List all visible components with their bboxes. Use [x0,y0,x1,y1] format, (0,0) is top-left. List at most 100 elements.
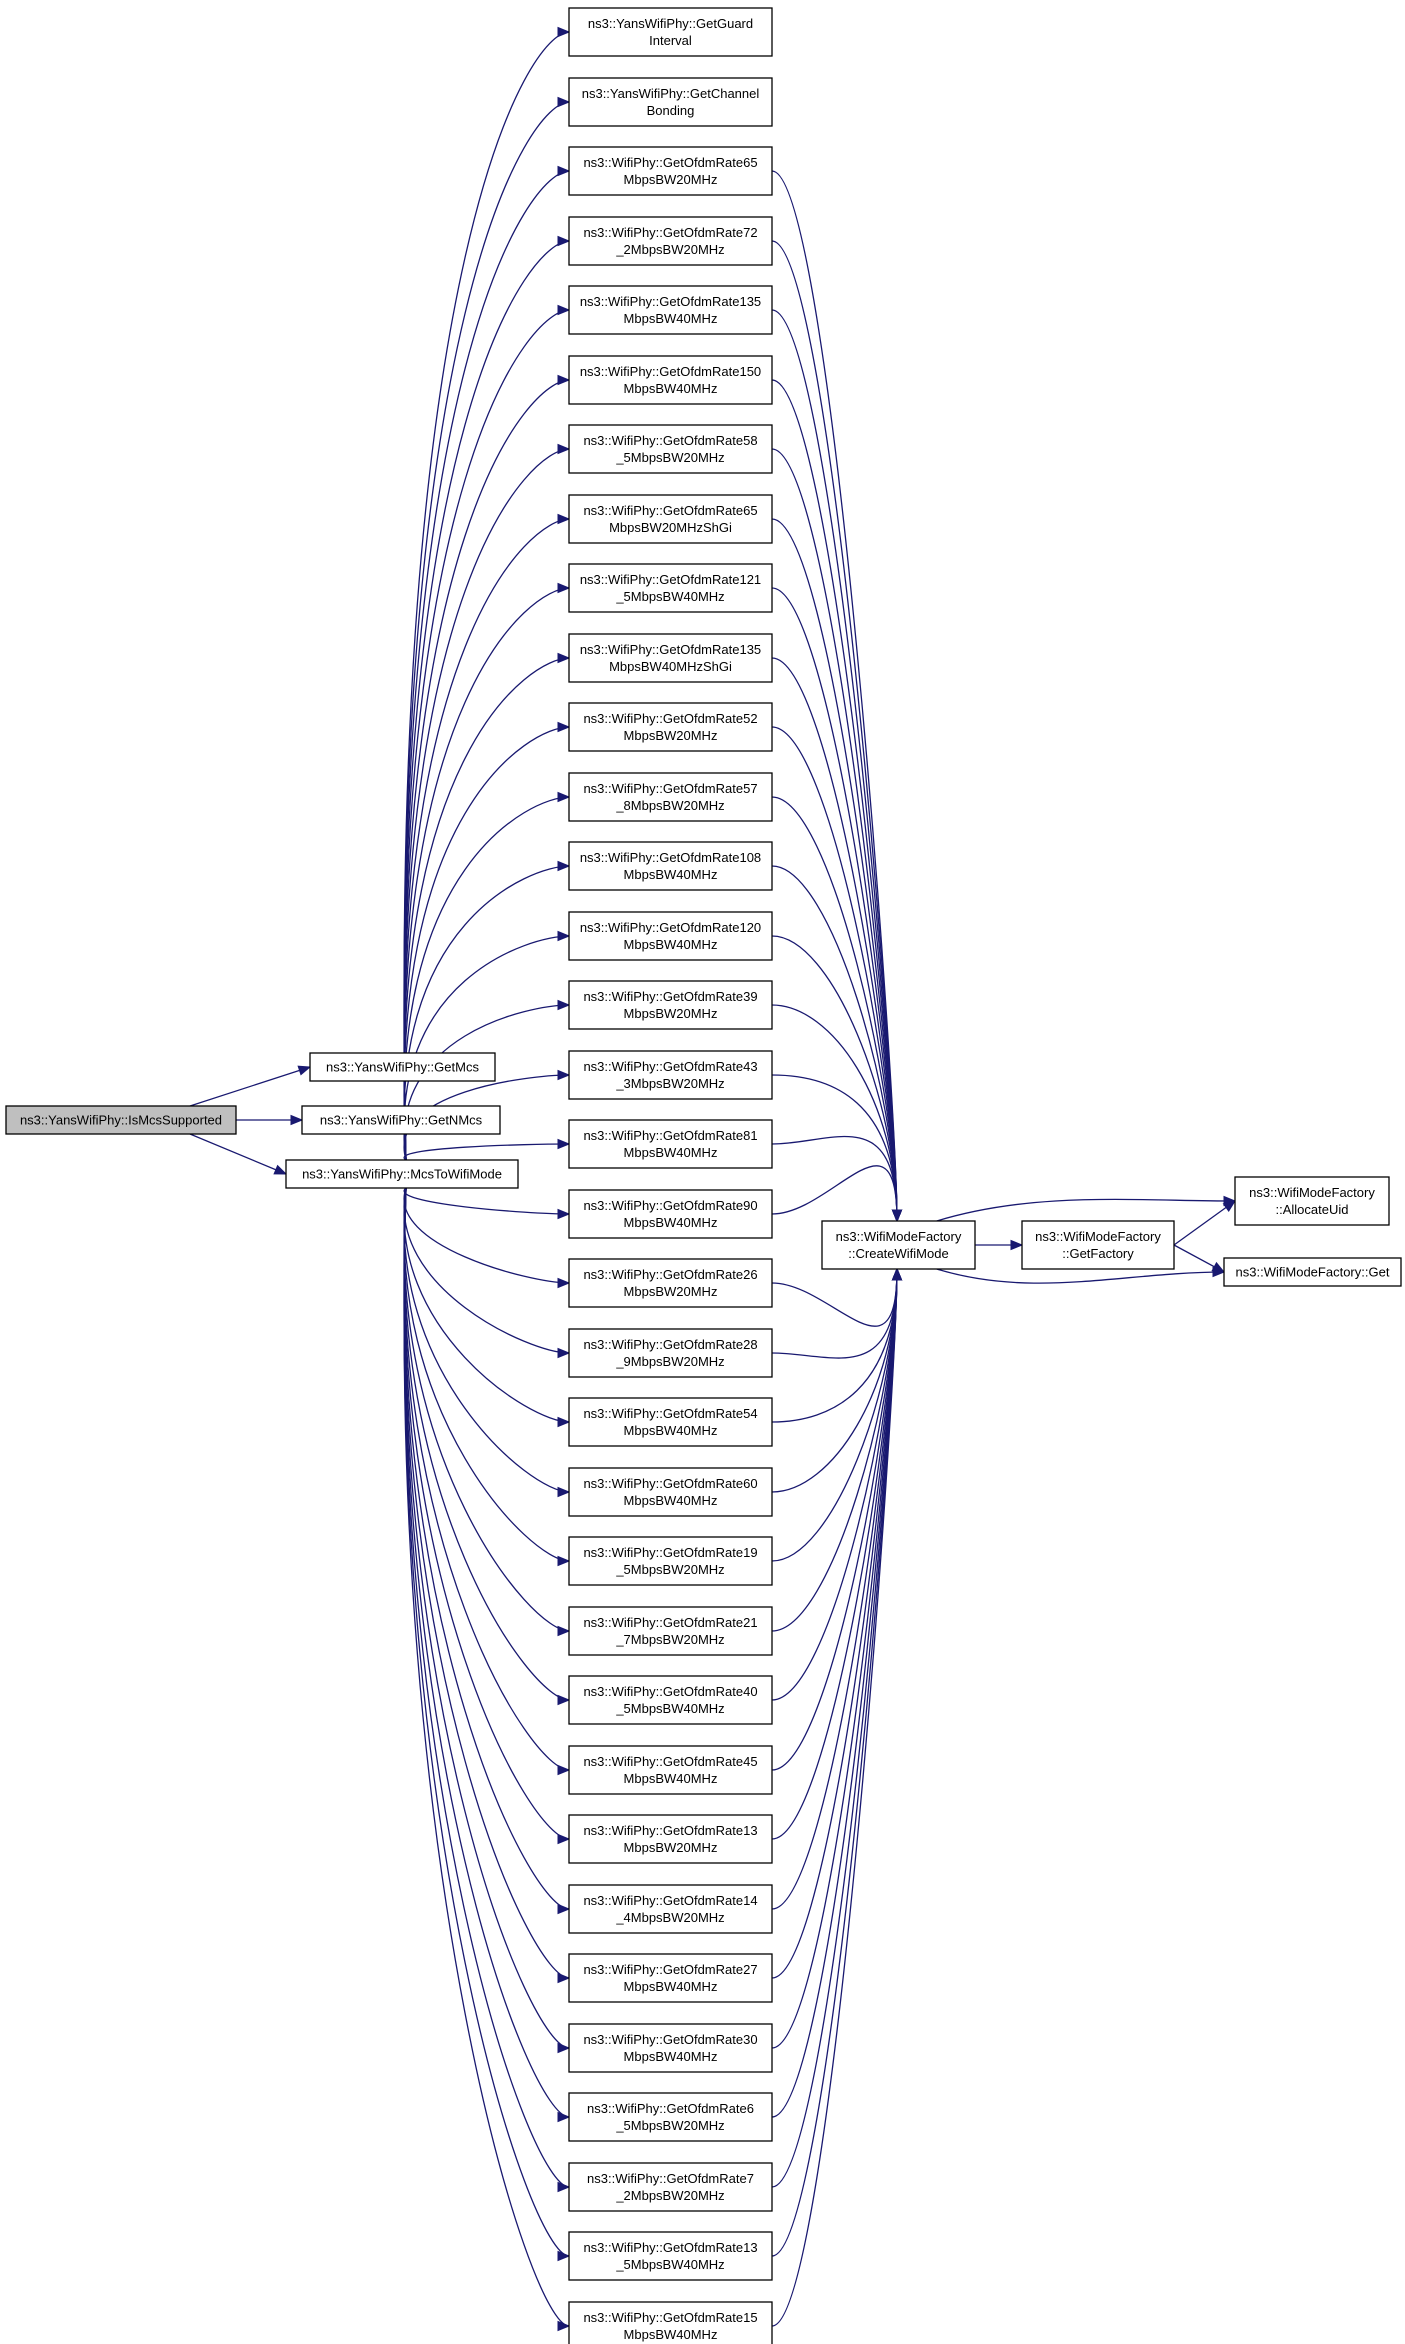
node-box[interactable] [568,355,773,405]
node-box[interactable] [568,285,773,335]
node-box[interactable] [1223,1257,1402,1287]
node-r58_5_20[interactable]: ns3::WifiPhy::GetOfdmRate58_5MbpsBW20MHz [568,424,773,474]
node-box[interactable] [568,1328,773,1378]
node-box[interactable] [568,772,773,822]
node-r6_5_20[interactable]: ns3::WifiPhy::GetOfdmRate6_5MbpsBW20MHz [568,2092,773,2142]
node-box[interactable] [568,1536,773,1586]
node-wmfGet[interactable]: ns3::WifiModeFactory::Get [1223,1257,1402,1287]
node-box[interactable] [568,494,773,544]
node-box[interactable] [309,1052,496,1082]
node-r14_4_20[interactable]: ns3::WifiPhy::GetOfdmRate14_4MbpsBW20MHz [568,1884,773,1934]
node-allocateUid[interactable]: ns3::WifiModeFactory::AllocateUid [1234,1176,1390,1226]
node-box[interactable] [568,633,773,683]
node-r40_5_40[interactable]: ns3::WifiPhy::GetOfdmRate40_5MbpsBW40MHz [568,1675,773,1725]
edge-mcsToWifiMode-to-r58_5_20 [403,443,571,1161]
node-box[interactable] [568,1467,773,1517]
node-getFactory[interactable]: ns3::WifiModeFactory::GetFactory [1021,1220,1175,1270]
node-box[interactable] [568,2162,773,2212]
node-box[interactable] [568,2092,773,2142]
node-box[interactable] [568,1397,773,1447]
node-box[interactable] [568,1745,773,1795]
node-box[interactable] [568,2023,773,2073]
node-box[interactable] [568,1119,773,1169]
node-box[interactable] [285,1159,519,1189]
node-box[interactable] [568,980,773,1030]
node-box[interactable] [568,1189,773,1239]
edge-isMcsSupported-to-getMcs [189,1065,312,1107]
node-r135_40sgi[interactable]: ns3::WifiPhy::GetOfdmRate135MbpsBW40MHzS… [568,633,773,683]
edge-mcsToWifiMode-to-r43_3_20 [403,1069,571,1161]
node-r72_2_20[interactable]: ns3::WifiPhy::GetOfdmRate72_2MbpsBW20MHz [568,216,773,266]
node-label-line: _5MbpsBW40MHz [615,2257,724,2272]
node-box[interactable] [1234,1176,1390,1226]
node-box[interactable] [568,424,773,474]
node-box[interactable] [568,1606,773,1656]
node-r28_9_20[interactable]: ns3::WifiPhy::GetOfdmRate28_9MbpsBW20MHz [568,1328,773,1378]
node-box[interactable] [568,911,773,961]
node-box[interactable] [568,1814,773,1864]
edge-arrowhead [557,235,571,247]
edge-arrowhead [557,374,571,386]
edge-line [771,1165,898,1222]
node-box[interactable] [568,1884,773,1934]
edge-line [771,518,898,1222]
node-label-line: MbpsBW40MHz [624,1215,718,1230]
node-box[interactable] [568,216,773,266]
node-r13_5_40[interactable]: ns3::WifiPhy::GetOfdmRate13_5MbpsBW40MHz [568,2231,773,2281]
node-box[interactable] [568,77,773,127]
edge-arrowhead [297,1065,312,1076]
node-box[interactable] [568,2231,773,2281]
node-box[interactable] [821,1220,976,1270]
node-r121_5_40[interactable]: ns3::WifiPhy::GetOfdmRate121_5MbpsBW40MH… [568,563,773,613]
node-r57_8_20[interactable]: ns3::WifiPhy::GetOfdmRate57_8MbpsBW20MHz [568,772,773,822]
node-r7_2_20[interactable]: ns3::WifiPhy::GetOfdmRate7_2MbpsBW20MHz [568,2162,773,2212]
node-box[interactable] [568,146,773,196]
node-box[interactable] [568,702,773,752]
node-getNMcs[interactable]: ns3::YansWifiPhy::GetNMcs [301,1105,501,1135]
node-getMcs[interactable]: ns3::YansWifiPhy::GetMcs [309,1052,496,1082]
node-box[interactable] [568,563,773,613]
node-isMcsSupported[interactable]: ns3::YansWifiPhy::IsMcsSupported [5,1105,237,1135]
node-box[interactable] [301,1105,501,1135]
node-r65_20sgi[interactable]: ns3::WifiPhy::GetOfdmRate65MbpsBW20MHzSh… [568,494,773,544]
node-box[interactable] [568,1258,773,1308]
edge-arrowhead [557,582,571,594]
node-mcsToWifiMode[interactable]: ns3::YansWifiPhy::McsToWifiMode [285,1159,519,1189]
node-box[interactable] [5,1105,237,1135]
node-r19_5_20[interactable]: ns3::WifiPhy::GetOfdmRate19_5MbpsBW20MHz [568,1536,773,1586]
edge-line [403,31,570,1161]
node-r21_7_20[interactable]: ns3::WifiPhy::GetOfdmRate21_7MbpsBW20MHz [568,1606,773,1656]
node-box[interactable] [1021,1220,1175,1270]
node-box[interactable] [568,1050,773,1100]
node-createWifiMode[interactable]: ns3::WifiModeFactory::CreateWifiMode [821,1220,976,1270]
node-box[interactable] [568,1675,773,1725]
edge-arrowhead [557,860,571,872]
node-box[interactable] [568,7,773,57]
node-r43_3_20[interactable]: ns3::WifiPhy::GetOfdmRate43_3MbpsBW20MHz [568,1050,773,1100]
edge-arrowhead [557,1486,571,1498]
node-label-line: Bonding [647,103,695,118]
edge-line [403,240,570,1161]
node-box[interactable] [568,2301,773,2344]
node-box[interactable] [568,841,773,891]
node-box[interactable] [568,1953,773,2003]
